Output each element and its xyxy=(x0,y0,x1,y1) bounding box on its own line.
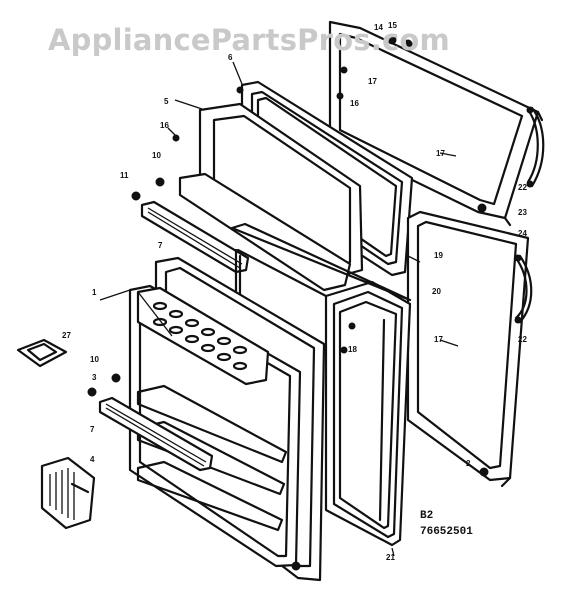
screws xyxy=(87,35,489,571)
callout-19: 19 xyxy=(434,251,443,260)
callout-5: 5 xyxy=(164,97,169,106)
callout-23: 23 xyxy=(518,208,527,217)
callout-15: 15 xyxy=(388,21,397,30)
callout-17c: 17 xyxy=(434,335,443,344)
callout-6: 6 xyxy=(228,53,233,62)
diagram-code: B2 xyxy=(420,510,433,522)
fresh-food-door-gasket xyxy=(324,280,412,547)
watermark: AppliancePartsPros.com xyxy=(48,23,450,57)
callout-10b: 10 xyxy=(90,355,99,364)
callout-17b: 17 xyxy=(436,149,445,158)
callout-4: 4 xyxy=(90,455,95,464)
egg-tray xyxy=(136,286,270,386)
callout-21: 21 xyxy=(386,553,395,562)
callout-2: 2 xyxy=(466,459,471,468)
part-number: 76652501 xyxy=(420,526,473,538)
callout-11: 11 xyxy=(120,171,129,180)
freezer-door-shelf xyxy=(178,102,364,292)
callout-24: 24 xyxy=(518,229,527,238)
callout-22a: 22 xyxy=(518,183,527,192)
callout-17a: 17 xyxy=(368,77,377,86)
callout-22b: 22 xyxy=(518,335,527,344)
callout-18: 18 xyxy=(348,345,357,354)
hinge-cover xyxy=(16,338,68,368)
door-shelves xyxy=(136,384,288,532)
callout-16b: 16 xyxy=(350,99,359,108)
butter-compartment-door xyxy=(40,456,96,530)
callout-labels: 6 5 16 10 11 7 1 10 3 7 4 27 14 15 17 16… xyxy=(62,21,527,562)
callout-27: 27 xyxy=(62,331,71,340)
fresh-food-door-outer-panel xyxy=(406,210,530,488)
callout-20: 20 xyxy=(432,287,441,296)
freezer-shelf-bar xyxy=(140,200,250,274)
fresh-food-shelf-bar xyxy=(98,396,214,472)
fresh-food-door-handle xyxy=(514,254,533,324)
leader-lines xyxy=(99,61,459,557)
callout-10a: 10 xyxy=(152,151,161,160)
callout-3: 3 xyxy=(92,373,97,382)
freezer-door-handle xyxy=(526,106,545,188)
callout-7b: 7 xyxy=(90,425,95,434)
callout-6b: 16 xyxy=(160,121,169,130)
callout-7a: 7 xyxy=(158,241,163,250)
callout-14: 14 xyxy=(374,23,383,32)
callout-1: 1 xyxy=(92,288,97,297)
